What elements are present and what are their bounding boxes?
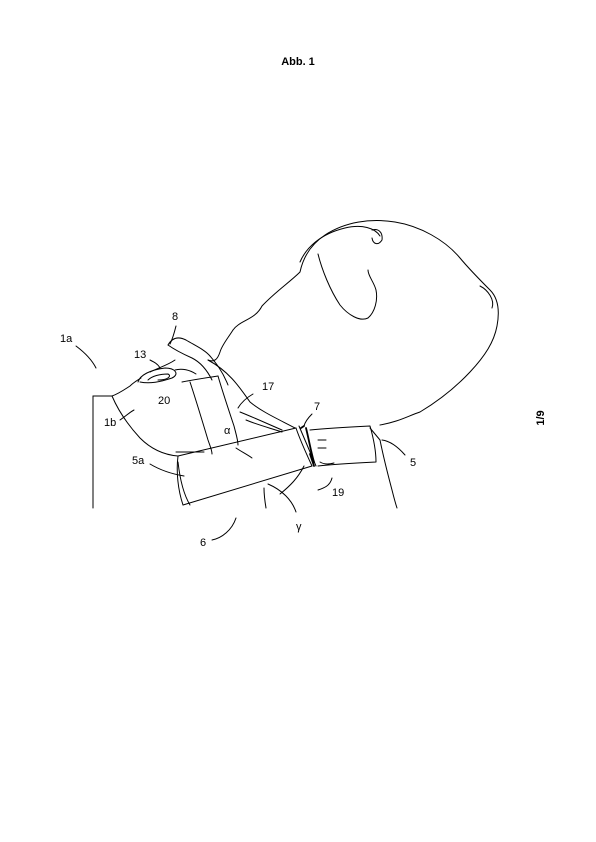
label-7: 7 bbox=[314, 401, 320, 413]
label-gamma: γ bbox=[296, 521, 302, 533]
label-17: 17 bbox=[262, 381, 274, 393]
figure-title: Abb. 1 bbox=[281, 56, 315, 68]
label-1b: 1b bbox=[104, 417, 116, 429]
label-6: 6 bbox=[200, 537, 206, 549]
dog-outline bbox=[207, 220, 499, 509]
label-5: 5 bbox=[410, 457, 416, 469]
label-8: 8 bbox=[172, 311, 178, 323]
angle-gamma bbox=[267, 465, 305, 513]
label-alpha: α bbox=[224, 425, 231, 437]
buckle-7 bbox=[300, 425, 335, 467]
label-5a: 5a bbox=[132, 455, 145, 467]
tube-5a bbox=[176, 425, 317, 506]
strap-5 bbox=[309, 425, 377, 467]
label-19: 19 bbox=[332, 487, 344, 499]
leader-lines bbox=[75, 325, 406, 541]
reference-numerals: 1a 13 8 20 1b 17 7 α 5a 5 19 γ 6 bbox=[60, 311, 416, 549]
handle-8-13 bbox=[137, 337, 229, 386]
strap-17 bbox=[235, 411, 283, 459]
label-13: 13 bbox=[134, 349, 146, 361]
label-20: 20 bbox=[158, 395, 170, 407]
body-outline bbox=[92, 375, 267, 509]
label-1a: 1a bbox=[60, 333, 73, 345]
